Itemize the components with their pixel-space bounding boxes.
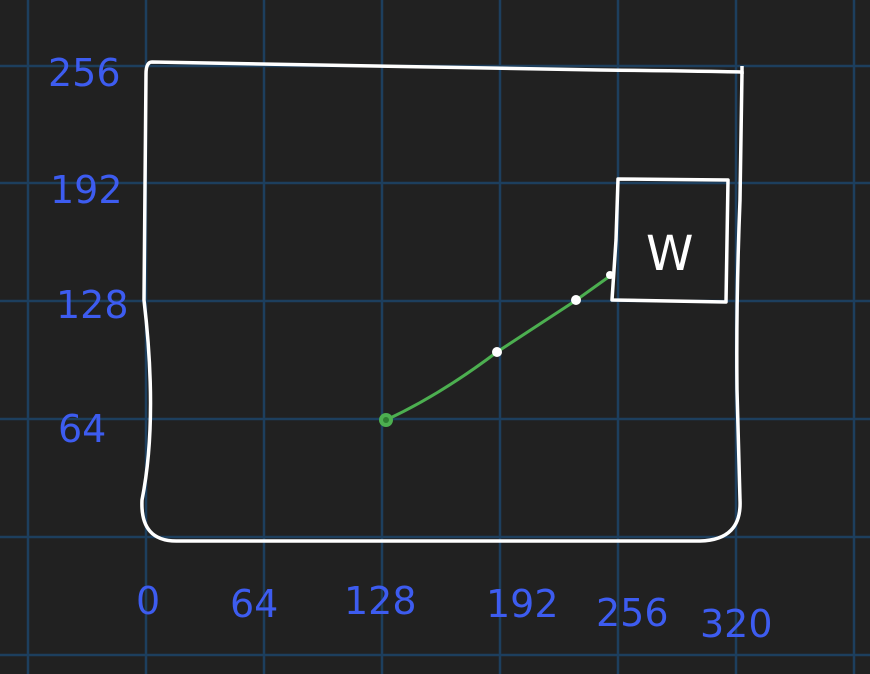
y-axis-label: 64: [58, 407, 106, 451]
y-axis-label: 128: [56, 283, 129, 327]
path-start-marker-inner: [383, 417, 389, 423]
x-axis-label: 128: [344, 579, 417, 623]
y-axis-label: 192: [50, 168, 123, 212]
x-axis-label: 320: [700, 602, 773, 646]
x-axis-label: 256: [596, 591, 669, 635]
y-axis-label: 256: [48, 51, 121, 95]
x-axis-label: 192: [486, 582, 559, 626]
path-waypoint: [492, 347, 502, 357]
x-axis-label: 64: [230, 582, 278, 626]
path-waypoint: [571, 295, 581, 305]
target-box-label: W: [646, 226, 693, 282]
path-waypoint: [606, 271, 614, 279]
target-box: [610, 177, 730, 304]
x-axis-label: 0: [136, 579, 160, 623]
